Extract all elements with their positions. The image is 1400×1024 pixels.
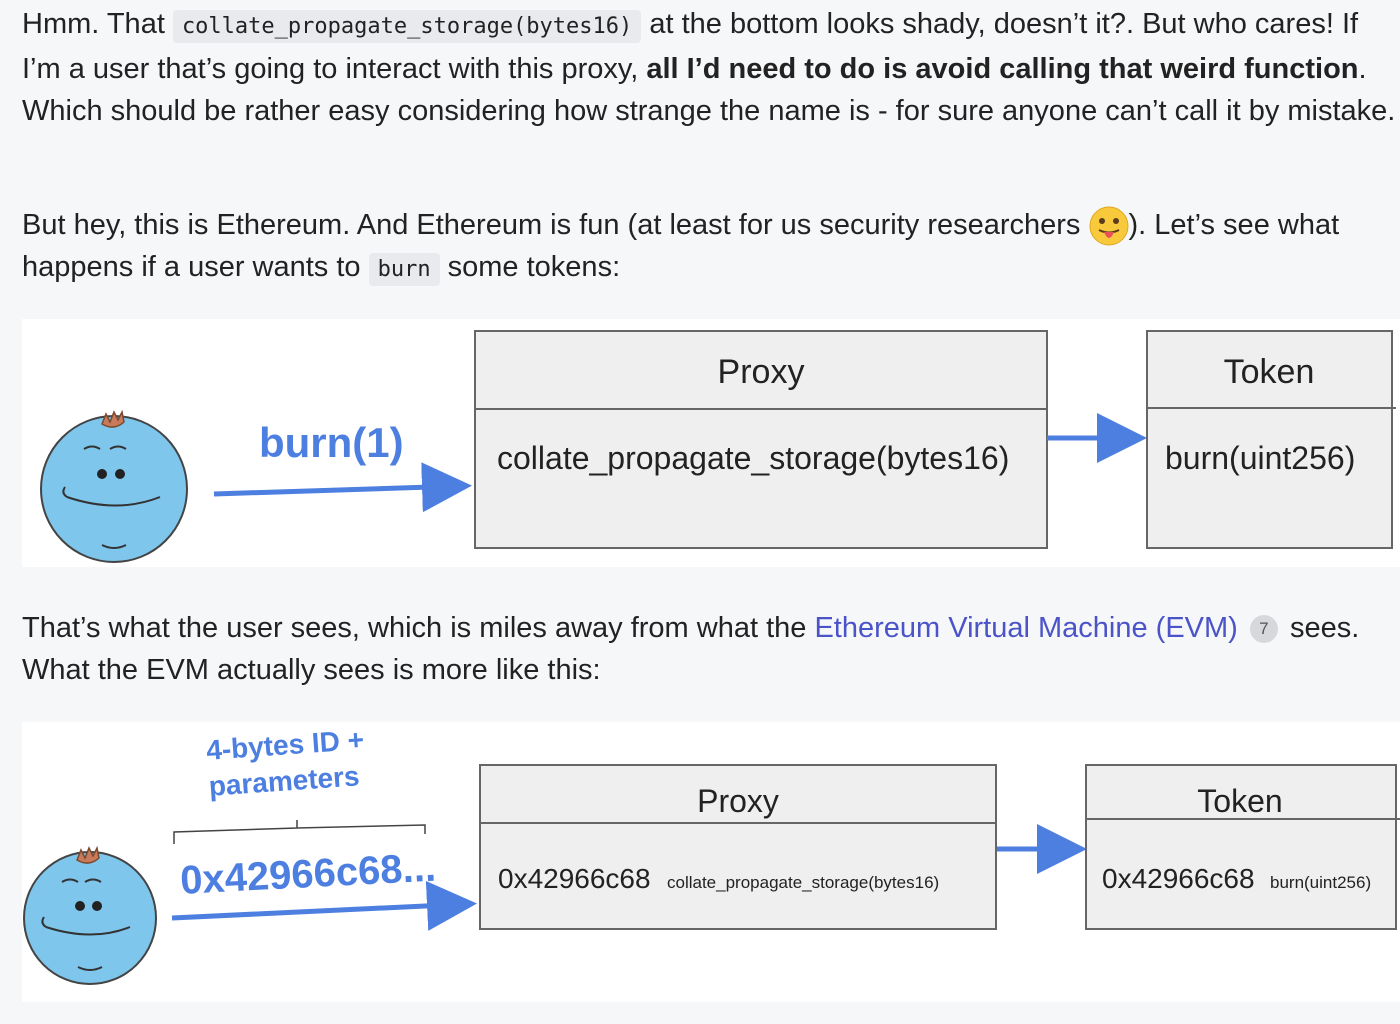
call-label: burn(1)	[259, 419, 404, 466]
paragraph-evm: That’s what the user sees, which is mile…	[22, 607, 1400, 691]
inline-code: collate_propagate_storage(bytes16)	[172, 10, 642, 43]
call-label: 0x42966c68...	[179, 846, 437, 903]
diagram-evm-view: 4-bytes ID + parameters 0x42966c68... Pr…	[22, 722, 1400, 1002]
character-icon	[23, 845, 157, 985]
token-function: burn(uint256)	[1165, 440, 1355, 476]
proxy-box: Proxy 0x42966c68 collate_propagate_stora…	[479, 764, 997, 930]
text: some tokens:	[439, 251, 621, 284]
text: ). Let’s see what happens if a user want…	[22, 209, 1340, 284]
text: Hmm. That	[22, 8, 173, 40]
token-title: Token	[1224, 353, 1315, 391]
token-box: Token 0x42966c68 burn(uint256)	[1085, 764, 1400, 930]
call-arrow	[213, 462, 472, 513]
paragraph-intro: Hmm. That collate_propagate_storage(byte…	[22, 3, 1400, 132]
footnote-ref[interactable]: 7	[1249, 615, 1278, 644]
character-icon	[40, 409, 188, 563]
text: That’s what the user sees, which is mile…	[22, 612, 815, 644]
brace-bracket	[173, 820, 426, 844]
token-selector: 0x42966c68	[1102, 863, 1255, 894]
proxy-title: Proxy	[697, 783, 779, 819]
text: . Which should be rather easy considerin…	[22, 53, 1396, 127]
brace-label: 4-bytes ID +	[205, 724, 365, 766]
proxy-title: Proxy	[718, 353, 805, 391]
proxy-selector: 0x42966c68	[498, 863, 651, 894]
brace-label: parameters	[208, 760, 361, 801]
token-box: Token burn(uint256)	[1146, 330, 1396, 549]
token-signature: burn(uint256)	[1270, 873, 1371, 892]
call-arrow	[171, 880, 477, 931]
text: sees. What the EVM actually sees is more…	[22, 612, 1360, 686]
inline-code: burn	[368, 253, 440, 287]
text: at the bottom looks shady, doesn’t it?. …	[22, 8, 1359, 85]
diagram-user-view: burn(1) Proxy collate_propagate_storage(…	[22, 319, 1400, 567]
face-with-tongue-icon	[1089, 206, 1128, 246]
bold-text: all I’d need to do is avoid calling that…	[646, 53, 1359, 85]
evm-link[interactable]: Ethereum Virtual Machine (EVM)	[814, 612, 1238, 644]
proxy-signature: collate_propagate_storage(bytes16)	[667, 873, 939, 892]
token-title: Token	[1197, 783, 1282, 819]
text: But hey, this is Ethereum. And Ethereum …	[22, 209, 1089, 241]
paragraph-burn: But hey, this is Ethereum. And Ethereum …	[22, 204, 1400, 291]
proxy-function: collate_propagate_storage(bytes16)	[497, 440, 1009, 476]
proxy-box: Proxy collate_propagate_storage(bytes16)	[474, 330, 1048, 549]
